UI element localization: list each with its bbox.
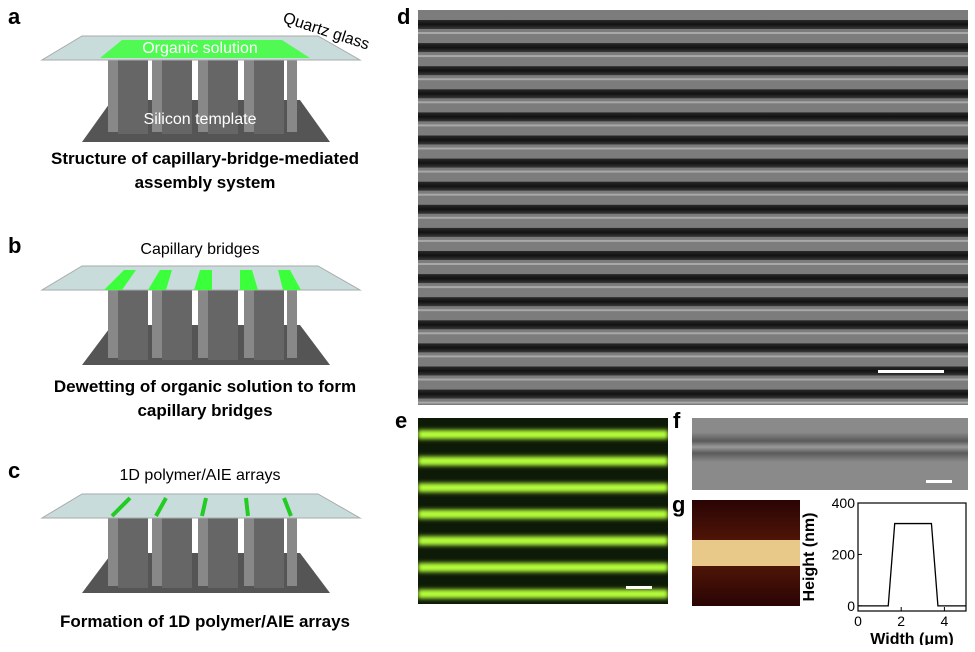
sem-groove bbox=[418, 135, 968, 145]
fluorescent-line bbox=[418, 483, 668, 493]
y-tick-label: 200 bbox=[832, 546, 856, 562]
caption-b-line2: capillary bridges bbox=[137, 401, 273, 420]
quartz-glass bbox=[40, 493, 362, 519]
scale-bar-d bbox=[878, 370, 944, 373]
fluorescent-line bbox=[418, 536, 668, 546]
y-tick-label: 400 bbox=[832, 495, 856, 511]
sem-groove bbox=[418, 89, 968, 99]
panel-label-c: c bbox=[8, 458, 21, 483]
sem-groove bbox=[418, 43, 968, 53]
caption-a-line2: assembly system bbox=[134, 173, 276, 192]
panel-label-a: a bbox=[8, 4, 21, 29]
sem-edge-highlight bbox=[418, 216, 968, 219]
sem-groove bbox=[418, 66, 968, 76]
sem-zoom-wire bbox=[692, 432, 968, 462]
sem-edge-highlight bbox=[418, 309, 968, 312]
organic-solution bbox=[100, 40, 310, 58]
sem-groove bbox=[418, 274, 968, 284]
fluorescent-line bbox=[418, 430, 668, 439]
sem-edge-highlight bbox=[418, 401, 968, 404]
panel-label-b: b bbox=[8, 233, 22, 258]
panel-label-e: e bbox=[395, 408, 408, 433]
capillary-assembly-schematic-a: Organic solution Silicon template Quartz… bbox=[40, 10, 371, 142]
panel-label-g: g bbox=[672, 492, 686, 517]
sem-groove bbox=[418, 112, 968, 122]
fluorescence-image-e bbox=[418, 418, 668, 604]
sem-edge-highlight bbox=[418, 262, 968, 265]
sem-edge-highlight bbox=[418, 193, 968, 196]
sem-groove bbox=[418, 204, 968, 214]
sem-zoom-image-f bbox=[692, 418, 968, 490]
sem-groove bbox=[418, 366, 968, 376]
x-tick-label: 2 bbox=[897, 613, 905, 629]
sem-groove bbox=[418, 297, 968, 307]
scale-bar-e bbox=[626, 586, 652, 589]
panel-label-d: d bbox=[397, 4, 411, 29]
caption-a-line1: Structure of capillary-bridge-mediated bbox=[51, 149, 359, 168]
sem-edge-highlight bbox=[418, 101, 968, 104]
capillary-bridges-label: Capillary bridges bbox=[140, 241, 259, 258]
sem-groove bbox=[418, 320, 968, 330]
caption-c: Formation of 1D polymer/AIE arrays bbox=[0, 610, 410, 634]
fluorescence-stripes bbox=[418, 430, 668, 599]
sem-groove bbox=[418, 227, 968, 237]
caption-a: Structure of capillary-bridge-mediated a… bbox=[0, 147, 410, 195]
plot-frame bbox=[857, 502, 967, 612]
silicon-pillars bbox=[108, 286, 297, 360]
sem-edge-highlight bbox=[418, 78, 968, 81]
y-tick-label: 0 bbox=[847, 598, 855, 614]
silicon-pillars bbox=[108, 58, 297, 134]
sem-groove bbox=[418, 250, 968, 260]
sem-image-d bbox=[418, 10, 968, 405]
polymer-arrays bbox=[110, 496, 293, 518]
fluorescent-line bbox=[418, 509, 668, 519]
x-axis-label: Width (μm) bbox=[870, 631, 953, 645]
sem-edge-highlight bbox=[418, 332, 968, 335]
sem-edge-highlight bbox=[418, 124, 968, 127]
sem-stripes bbox=[418, 20, 968, 404]
height-profile-line bbox=[858, 522, 966, 607]
sem-edge-highlight bbox=[418, 147, 968, 150]
sem-edge-highlight bbox=[418, 286, 968, 289]
sem-groove bbox=[418, 343, 968, 353]
fluorescent-line bbox=[418, 562, 668, 572]
sem-groove bbox=[418, 158, 968, 168]
caption-b-line1: Dewetting of organic solution to form bbox=[53, 377, 357, 396]
sem-edge-highlight bbox=[418, 239, 968, 242]
afm-image-g bbox=[692, 500, 800, 606]
sem-edge-highlight bbox=[418, 378, 968, 381]
capillary-bridges bbox=[104, 270, 301, 290]
fluorescent-line bbox=[418, 589, 668, 599]
sem-edge-highlight bbox=[418, 32, 968, 34]
capillary-assembly-schematic-c: 1D polymer/AIE arrays bbox=[40, 467, 362, 593]
sem-edge-highlight bbox=[418, 355, 968, 358]
arrays-label: 1D polymer/AIE arrays bbox=[120, 467, 281, 484]
sem-groove bbox=[418, 20, 968, 29]
panel-label-f: f bbox=[673, 408, 681, 433]
sem-groove bbox=[418, 389, 968, 399]
sem-edge-highlight bbox=[418, 170, 968, 173]
sem-edge-highlight bbox=[418, 55, 968, 58]
scale-bar-f bbox=[926, 480, 952, 483]
silicon-pillars bbox=[108, 514, 297, 588]
afm-wire-stripe bbox=[692, 540, 800, 566]
capillary-assembly-schematic-b: Capillary bridges bbox=[40, 241, 362, 365]
template-label: Silicon template bbox=[144, 111, 257, 128]
x-tick-label: 4 bbox=[941, 613, 949, 629]
caption-b: Dewetting of organic solution to form ca… bbox=[0, 375, 410, 423]
fluorescent-line bbox=[418, 456, 668, 466]
caption-c-line1: Formation of 1D polymer/AIE arrays bbox=[59, 612, 351, 631]
sem-groove bbox=[418, 181, 968, 191]
y-axis-label: Height (nm) bbox=[801, 513, 818, 602]
x-tick-label: 0 bbox=[854, 613, 862, 629]
solution-label: Organic solution bbox=[142, 40, 258, 57]
